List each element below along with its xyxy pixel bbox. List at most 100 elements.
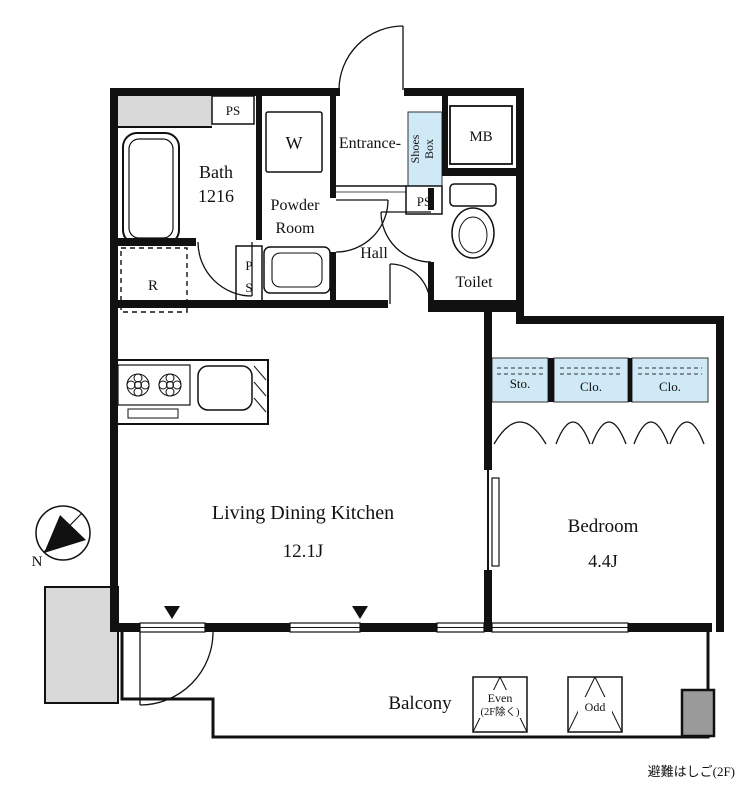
- north-label: N: [32, 554, 43, 570]
- window: [436, 622, 485, 633]
- entrance-label: Entrance-: [339, 135, 401, 152]
- hall-label: Hall: [360, 245, 388, 262]
- washer-pan: [265, 111, 323, 173]
- north-arrow-icon: [44, 515, 86, 553]
- wall: [516, 88, 524, 324]
- wall: [330, 252, 336, 308]
- entrance-door: [338, 25, 404, 91]
- wall: [628, 358, 632, 402]
- partition-even-label: Even: [488, 691, 513, 705]
- hanger-rails: [497, 367, 702, 375]
- storage-areas: [407, 111, 709, 403]
- fixtures: [112, 95, 513, 425]
- doors: [139, 25, 705, 706]
- stove-unit: [117, 364, 191, 406]
- bath-label: Bath: [199, 162, 233, 182]
- window: [289, 622, 361, 633]
- ldk-label: Living Dining Kitchen: [212, 502, 394, 524]
- refrigerator-label: R: [148, 278, 158, 294]
- escape-ladder-label: 避難はしご(2F): [648, 764, 735, 779]
- wall: [442, 168, 524, 176]
- balcony-door: [139, 631, 214, 706]
- partition-even-panel: [472, 676, 528, 733]
- meter-box-label: MB: [469, 129, 492, 145]
- walls: [110, 88, 724, 632]
- toilet-label: Toilet: [455, 274, 493, 291]
- bathtub: [122, 132, 180, 245]
- shoes-box-label: Shoes: [408, 134, 422, 163]
- wall: [110, 88, 118, 632]
- window: [139, 622, 206, 633]
- wall: [516, 316, 724, 324]
- toilet-seat: [458, 216, 488, 254]
- bedroom-size: 4.4J: [588, 551, 618, 571]
- storage-label: Sto.: [510, 376, 531, 391]
- powder-room-label: Powder: [271, 197, 321, 214]
- meter-box: [449, 105, 513, 165]
- ldk-size: 12.1J: [283, 541, 324, 562]
- wall: [484, 312, 492, 470]
- wall: [628, 623, 712, 632]
- wall: [428, 188, 434, 210]
- toilet-door: [380, 211, 432, 263]
- wall: [110, 623, 140, 632]
- partition-odd-label: Odd: [585, 700, 606, 714]
- bedroom-label: Bedroom: [568, 516, 639, 537]
- vanity-bowl: [271, 252, 323, 288]
- closet-bifold-doors: [493, 421, 705, 445]
- bath-door: [197, 241, 253, 297]
- burner-icon: [126, 373, 150, 397]
- window: [491, 622, 629, 633]
- vanity-counter: [263, 246, 331, 294]
- wall: [256, 96, 262, 240]
- partition-even-note: (2F除く): [480, 705, 520, 718]
- toilet-bowl: [451, 207, 495, 259]
- wall: [442, 96, 448, 176]
- room-labels: Bath 1216 Powder Room W Entrance- Hall T…: [148, 103, 735, 779]
- wall: [330, 96, 336, 198]
- shoes-box-label-2: Box: [422, 139, 436, 159]
- storage-area: [491, 357, 549, 403]
- wall: [404, 88, 524, 96]
- grill-slot: [127, 408, 179, 419]
- sliding-windows: [139, 606, 629, 633]
- ps-mid-label-p: P: [245, 258, 252, 273]
- wall: [360, 623, 437, 632]
- ps-top-label: PS: [226, 103, 240, 118]
- wall: [205, 623, 290, 632]
- bathtub-inner: [128, 138, 174, 239]
- balcony-label: Balcony: [388, 693, 452, 714]
- wall: [484, 623, 492, 632]
- wall: [548, 358, 554, 402]
- entrance-step: [336, 185, 406, 193]
- washer-label: W: [286, 133, 303, 153]
- closet-1-label: Clo.: [580, 379, 602, 394]
- wall: [484, 570, 492, 632]
- balcony-structure: [120, 632, 716, 739]
- wall: [716, 316, 724, 632]
- toilet-tank: [449, 183, 497, 207]
- kitchen-sink: [197, 365, 253, 411]
- escape-hatch: [680, 688, 716, 738]
- wall: [428, 300, 524, 312]
- powder-room-label-2: Room: [275, 220, 315, 237]
- external-stair-block: [44, 586, 119, 704]
- burner-icon: [158, 373, 182, 397]
- ps-side-label: PS: [417, 194, 431, 209]
- wall: [428, 262, 434, 308]
- bath-size: 1216: [198, 186, 234, 206]
- bedroom-sliding-door: [487, 470, 500, 570]
- closet-2-label: Clo.: [659, 379, 681, 394]
- partition-odd-panel: [567, 676, 623, 733]
- powder-room-door: [335, 199, 389, 253]
- compass: N: [32, 505, 91, 570]
- slide-marker-icon: [352, 606, 368, 619]
- hall-ldk-door: [389, 263, 431, 305]
- refrigerator-space: [120, 247, 188, 313]
- counter-hatch: [253, 365, 267, 413]
- column-top-left: [110, 96, 212, 127]
- pipe-space-side: [405, 185, 443, 215]
- concrete-columns: [44, 96, 212, 704]
